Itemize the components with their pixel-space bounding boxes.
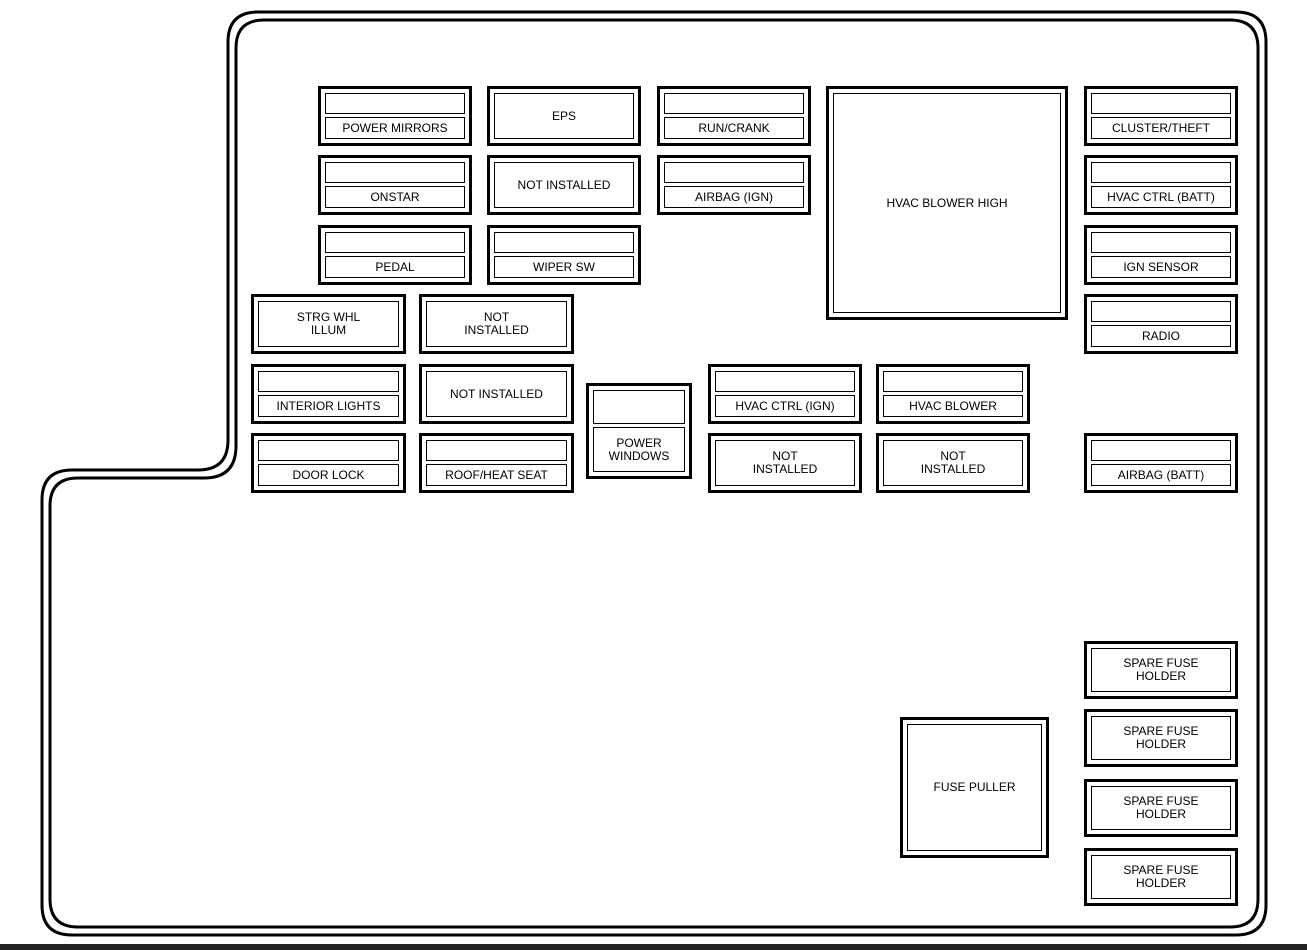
fuse-slot — [258, 371, 399, 392]
fuse-label: SPARE FUSE HOLDER — [1091, 648, 1231, 692]
fuse-hvac-ctrl-batt: HVAC CTRL (BATT) — [1084, 155, 1238, 215]
fuse-hvac-ctrl-ign: HVAC CTRL (IGN) — [708, 364, 862, 424]
bottom-bar — [0, 944, 1307, 950]
fuse-ign-sensor: IGN SENSOR — [1084, 225, 1238, 285]
fuse-onstar: ONSTAR — [318, 155, 472, 215]
fuse-label: HVAC CTRL (BATT) — [1091, 186, 1231, 208]
fuse-label: RUN/CRANK — [664, 117, 804, 139]
fuse-wiper-sw: WIPER SW — [487, 225, 641, 285]
fuse-label: NOT INSTALLED — [883, 440, 1023, 486]
fuse-label: SPARE FUSE HOLDER — [1091, 786, 1231, 830]
fuse-spare-fuse-holder: SPARE FUSE HOLDER — [1084, 641, 1238, 699]
fuse-eps: EPS — [487, 86, 641, 146]
fuse-strg-whl-illum: STRG WHL ILLUM — [251, 294, 406, 354]
fuse-label: CLUSTER/THEFT — [1091, 117, 1231, 139]
fuse-radio: RADIO — [1084, 294, 1238, 354]
fuse-door-lock: DOOR LOCK — [251, 433, 406, 493]
fuse-interior-lights: INTERIOR LIGHTS — [251, 364, 406, 424]
fuse-label: DOOR LOCK — [258, 464, 399, 486]
fuse-pedal: PEDAL — [318, 225, 472, 285]
fuse-label: IGN SENSOR — [1091, 256, 1231, 278]
fuse-slot — [1091, 440, 1231, 461]
fuse-slot — [664, 162, 804, 183]
fuse-power-windows: POWER WINDOWS — [586, 383, 692, 479]
fuse-not-installed: NOT INSTALLED — [487, 155, 641, 215]
fuse-not-installed: NOT INSTALLED — [419, 364, 574, 424]
fuse-roof-heat-seat: ROOF/HEAT SEAT — [419, 433, 574, 493]
fuse-label: AIRBAG (IGN) — [664, 186, 804, 208]
fuse-label: NOT INSTALLED — [426, 301, 567, 347]
fuse-slot — [258, 440, 399, 461]
fuse-slot — [664, 93, 804, 114]
fuse-label: PEDAL — [325, 256, 465, 278]
fuse-slot — [1091, 162, 1231, 183]
fuse-label: NOT INSTALLED — [426, 371, 567, 417]
fuse-label: RADIO — [1091, 325, 1231, 347]
fuse-slot — [883, 371, 1023, 392]
fuse-run-crank: RUN/CRANK — [657, 86, 811, 146]
fuse-not-installed: NOT INSTALLED — [419, 294, 574, 354]
fuse-label: SPARE FUSE HOLDER — [1091, 855, 1231, 899]
fuse-label: SPARE FUSE HOLDER — [1091, 716, 1231, 760]
fuse-slot — [1091, 301, 1231, 322]
fuse-airbag-ign: AIRBAG (IGN) — [657, 155, 811, 215]
fuse-slot — [1091, 93, 1231, 114]
fuse-slot — [325, 162, 465, 183]
fuse-not-installed: NOT INSTALLED — [708, 433, 862, 493]
fuse-spare-fuse-holder: SPARE FUSE HOLDER — [1084, 779, 1238, 837]
fuse-slot — [325, 232, 465, 253]
fuse-label: NOT INSTALLED — [715, 440, 855, 486]
fuse-fuse-puller: FUSE PULLER — [900, 717, 1049, 858]
fuse-airbag-batt: AIRBAG (BATT) — [1084, 433, 1238, 493]
fuse-spare-fuse-holder: SPARE FUSE HOLDER — [1084, 709, 1238, 767]
fuse-label: NOT INSTALLED — [494, 162, 634, 208]
fuse-label: WIPER SW — [494, 256, 634, 278]
fuse-label: ONSTAR — [325, 186, 465, 208]
fuse-power-mirrors: POWER MIRRORS — [318, 86, 472, 146]
fuse-slot — [325, 93, 465, 114]
fuse-hvac-blower-high: HVAC BLOWER HIGH — [826, 86, 1068, 320]
fuse-cluster-theft: CLUSTER/THEFT — [1084, 86, 1238, 146]
fuse-not-installed: NOT INSTALLED — [876, 433, 1030, 493]
fuse-spare-fuse-holder: SPARE FUSE HOLDER — [1084, 848, 1238, 906]
fuse-label: HVAC BLOWER HIGH — [833, 93, 1061, 313]
fuse-label: ROOF/HEAT SEAT — [426, 464, 567, 486]
fuse-slot — [715, 371, 855, 392]
fuse-slot — [494, 232, 634, 253]
fuse-label: AIRBAG (BATT) — [1091, 464, 1231, 486]
fuse-label: STRG WHL ILLUM — [258, 301, 399, 347]
fuse-label: HVAC CTRL (IGN) — [715, 395, 855, 417]
fuse-label: HVAC BLOWER — [883, 395, 1023, 417]
fuse-hvac-blower: HVAC BLOWER — [876, 364, 1030, 424]
fuse-label: FUSE PULLER — [907, 724, 1042, 851]
fuse-label: INTERIOR LIGHTS — [258, 395, 399, 417]
fuse-slot — [426, 440, 567, 461]
fuse-slot — [1091, 232, 1231, 253]
fuse-slot — [593, 390, 685, 424]
fuse-label: EPS — [494, 93, 634, 139]
fuse-label: POWER MIRRORS — [325, 117, 465, 139]
fuse-label: POWER WINDOWS — [593, 427, 685, 472]
